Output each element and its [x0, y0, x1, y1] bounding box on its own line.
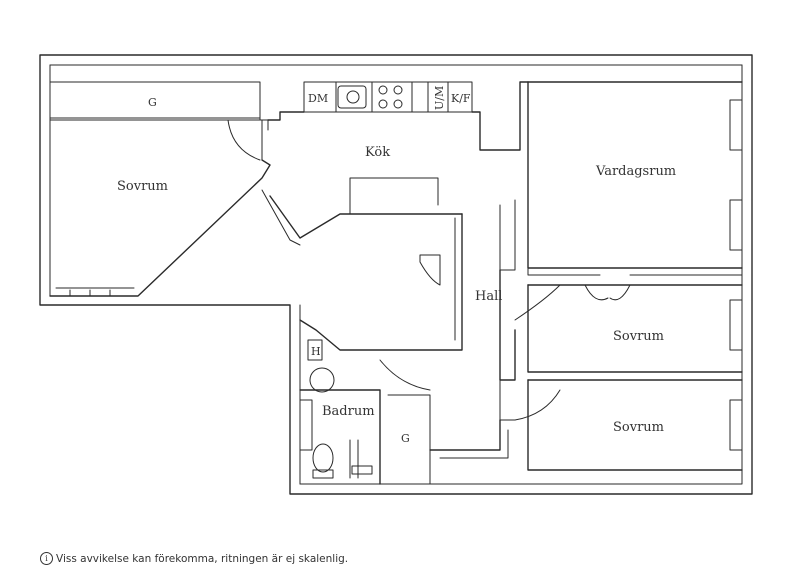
vardagsrum-walls — [527, 81, 743, 276]
kitchen-walls — [261, 81, 743, 246]
room-label-sovrum-3: Sovrum — [613, 420, 664, 435]
room-label-vardagsrum: Vardagsrum — [595, 164, 676, 179]
room-label-sovrum-2: Sovrum — [613, 329, 664, 344]
shelf-label: H — [311, 345, 321, 358]
badrum-walls — [299, 339, 509, 485]
fridge-freezer-label: K/F — [451, 92, 471, 105]
room-label-hall: Hall — [475, 289, 502, 304]
footnote-text: Viss avvikelse kan förekomma, ritningen … — [56, 552, 349, 565]
footnote: i Viss avvikelse kan förekomma, ritninge… — [40, 552, 348, 565]
sovrum-3-walls — [499, 379, 743, 471]
stove-burner-icon — [378, 85, 388, 95]
sovrum-1-walls — [49, 119, 271, 297]
door-swing-icon — [419, 254, 441, 286]
room-label-badrum: Badrum — [322, 404, 375, 419]
microwave-label: U/M — [433, 86, 446, 110]
sink-icon — [337, 85, 367, 109]
hall-walls — [299, 199, 561, 381]
wardrobe-label-bath: G — [401, 432, 410, 445]
toilet-icon — [312, 443, 334, 473]
shelf-icon — [307, 339, 323, 361]
window-icon — [729, 99, 743, 151]
wardrobe-label-top: G — [148, 96, 157, 109]
info-icon: i — [40, 552, 53, 565]
dishwasher-label: DM — [308, 92, 328, 105]
sovrum-2-walls — [527, 284, 743, 373]
wardrobe-top-left — [49, 81, 261, 121]
kitchen-counter — [303, 81, 473, 113]
room-label-kok: Kök — [365, 145, 390, 160]
room-label-sovrum-1: Sovrum — [117, 179, 168, 194]
washbasin-icon — [309, 367, 335, 393]
